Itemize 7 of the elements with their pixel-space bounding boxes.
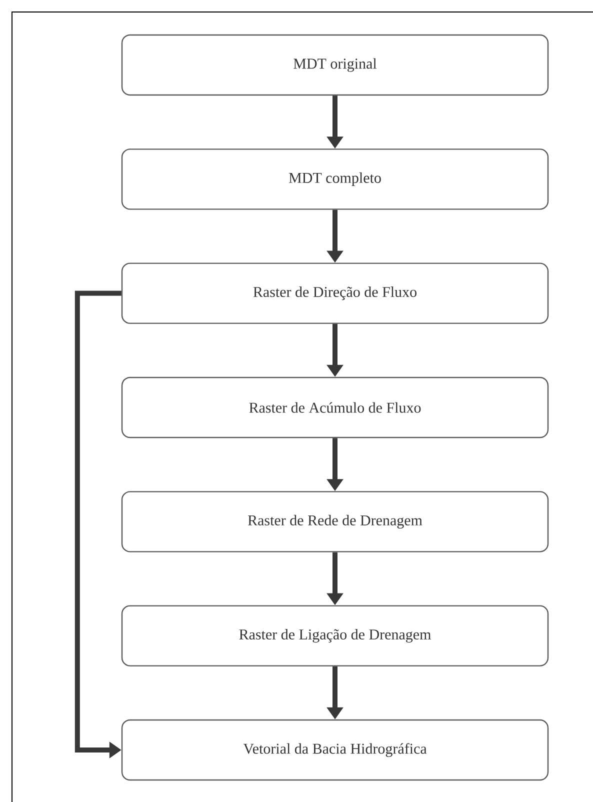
process-box: MDT original [121,34,549,96]
process-box: Raster de Ligação de Drenagem [121,605,549,666]
process-box: Raster de Rede de Drenagem [121,491,549,552]
process-box: Raster de Acúmulo de Fluxo [121,376,549,438]
process-box: MDT completo [121,148,549,210]
process-box: Vetorial da Bacia Hidrográfica [121,719,549,781]
process-box: Raster de Direção de Fluxo [121,262,549,324]
